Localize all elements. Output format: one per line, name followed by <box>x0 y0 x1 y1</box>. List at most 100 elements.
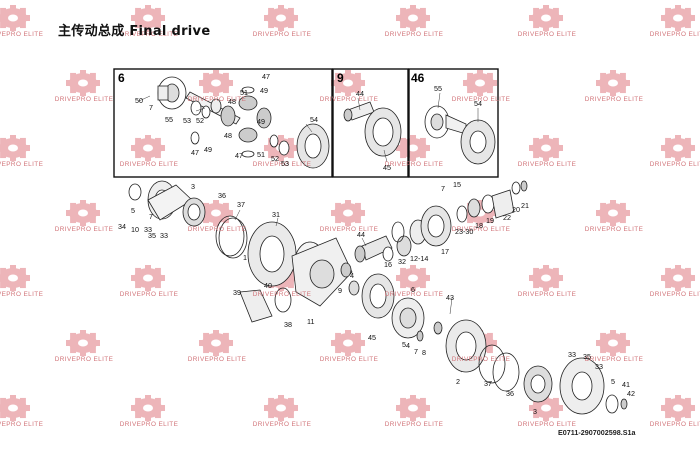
watermark-gear-tooth <box>268 397 275 404</box>
watermark-text: DRIVEPRO ELITE <box>584 96 644 103</box>
watermark-gear-tooth <box>222 347 229 354</box>
part-label-20: 20 <box>512 205 520 214</box>
part-label-51: 51 <box>257 150 265 159</box>
watermark-text: DRIVEPRO ELITE <box>54 356 114 363</box>
drawing-code: E0711-2907002598.S1a <box>558 428 636 437</box>
watermark-gear-tooth <box>154 282 161 289</box>
watermark-text: DRIVEPRO ELITE <box>451 226 511 233</box>
watermark-gear-tooth <box>354 202 361 209</box>
part-label-40: 40 <box>264 281 272 290</box>
watermark-gear-tooth <box>0 267 7 274</box>
watermark-gear-tooth <box>154 267 161 274</box>
watermark-gear-hole <box>673 274 683 282</box>
watermark-text: DRIVEPRO ELITE <box>54 226 114 233</box>
part-label-35: 35 <box>583 352 591 361</box>
watermark-text: DRIVEPRO ELITE <box>517 291 577 298</box>
watermark-gear-tooth <box>419 22 426 29</box>
watermark-gear-tooth <box>486 87 493 94</box>
watermark-gear-tooth <box>400 267 407 274</box>
part-label-52: 52 <box>271 154 279 163</box>
part-label-33: 33 <box>595 362 603 371</box>
watermark-gear-layer <box>0 5 695 421</box>
part-label-4: 4 <box>350 271 354 280</box>
part-label-7: 7 <box>149 103 153 112</box>
watermark-gear-tooth <box>467 87 474 94</box>
watermark-text: DRIVEPRO ELITE <box>252 31 312 38</box>
watermark-gear-tooth <box>400 397 407 404</box>
watermark-gear-hole <box>8 14 18 22</box>
watermark-gear-tooth <box>89 87 96 94</box>
part-label-19: 19 <box>486 216 494 225</box>
watermark-gear-hole <box>211 339 221 347</box>
watermark-gear-tooth <box>19 282 26 289</box>
watermark-gear-tooth <box>154 412 161 419</box>
watermark-gear-tooth <box>400 137 407 144</box>
part-label-35: 35 <box>148 231 156 240</box>
watermark-gear-hole <box>408 144 418 152</box>
watermark-gear-tooth <box>135 412 142 419</box>
watermark-gear-tooth <box>419 7 426 14</box>
watermark-gear-tooth <box>335 87 342 94</box>
watermark-gear-hole <box>143 144 153 152</box>
watermark-text: DRIVEPRO ELITE <box>517 31 577 38</box>
part-label-41: 41 <box>622 380 630 389</box>
part-label-16: 16 <box>384 260 392 269</box>
part-label-11: 11 <box>307 317 315 326</box>
part-label-12-14: 12-14 <box>410 254 429 263</box>
part-label-31: 31 <box>272 210 280 219</box>
part-label-3: 3 <box>191 182 195 191</box>
watermark-gear-hole <box>475 79 485 87</box>
part-label-47: 47 <box>191 148 199 157</box>
watermark-text: DRIVEPRO ELITE <box>0 161 44 168</box>
part-label-55: 55 <box>165 115 173 124</box>
watermark-gear-tooth <box>154 137 161 144</box>
part-label-37: 37 <box>484 379 492 388</box>
box9-parts <box>343 101 402 157</box>
watermark-gear-hole <box>8 404 18 412</box>
watermark-gear-hole <box>408 404 418 412</box>
watermark-text: DRIVEPRO ELITE <box>319 226 379 233</box>
part-label-33: 33 <box>160 231 168 240</box>
watermark-text: DRIVEPRO ELITE <box>384 161 444 168</box>
part-label-33: 33 <box>568 350 576 359</box>
watermark-gear-tooth <box>222 202 229 209</box>
watermark-text: DRIVEPRO ELITE <box>384 421 444 428</box>
watermark-gear-tooth <box>0 282 7 289</box>
watermark-gear-tooth <box>354 72 361 79</box>
watermark-text: DRIVEPRO ELITE <box>517 161 577 168</box>
part-label-43: 43 <box>446 293 454 302</box>
watermark-text: DRIVEPRO ELITE <box>584 356 644 363</box>
part-label-32: 32 <box>398 257 406 266</box>
watermark-gear-hole <box>673 144 683 152</box>
watermark-gear-tooth <box>268 22 275 29</box>
box46-parts <box>424 105 496 165</box>
watermark-gear-tooth <box>335 202 342 209</box>
box-number-9: 9 <box>337 71 344 85</box>
part-label-47: 47 <box>235 151 243 160</box>
part-label-21: 21 <box>521 201 529 210</box>
watermark-text: DRIVEPRO ELITE <box>119 421 179 428</box>
watermark-gear-hole <box>343 79 353 87</box>
watermark-text: DRIVEPRO ELITE <box>0 421 44 428</box>
watermark-text: DRIVEPRO ELITE <box>0 291 44 298</box>
watermark-gear-tooth <box>70 332 77 339</box>
watermark-gear-hole <box>276 14 286 22</box>
watermark-gear-tooth <box>400 7 407 14</box>
watermark-gear-hole <box>343 209 353 217</box>
watermark-text: DRIVEPRO ELITE <box>517 421 577 428</box>
watermark-text: DRIVEPRO ELITE <box>384 291 444 298</box>
watermark-text: DRIVEPRO ELITE <box>384 31 444 38</box>
part-label-8: 8 <box>422 348 426 357</box>
watermark-gear-tooth <box>400 412 407 419</box>
part-label-7: 7 <box>149 212 153 221</box>
watermark-gear-tooth <box>268 412 275 419</box>
part-label-3: 3 <box>533 407 537 416</box>
watermark-gear-hole <box>541 14 551 22</box>
part-label-48: 48 <box>224 131 232 140</box>
watermark-gear-tooth <box>89 202 96 209</box>
watermark-gear-hole <box>541 274 551 282</box>
watermark-text: DRIVEPRO ELITE <box>119 31 179 38</box>
watermark-gear-tooth <box>19 267 26 274</box>
part-label-45: 45 <box>383 163 391 172</box>
